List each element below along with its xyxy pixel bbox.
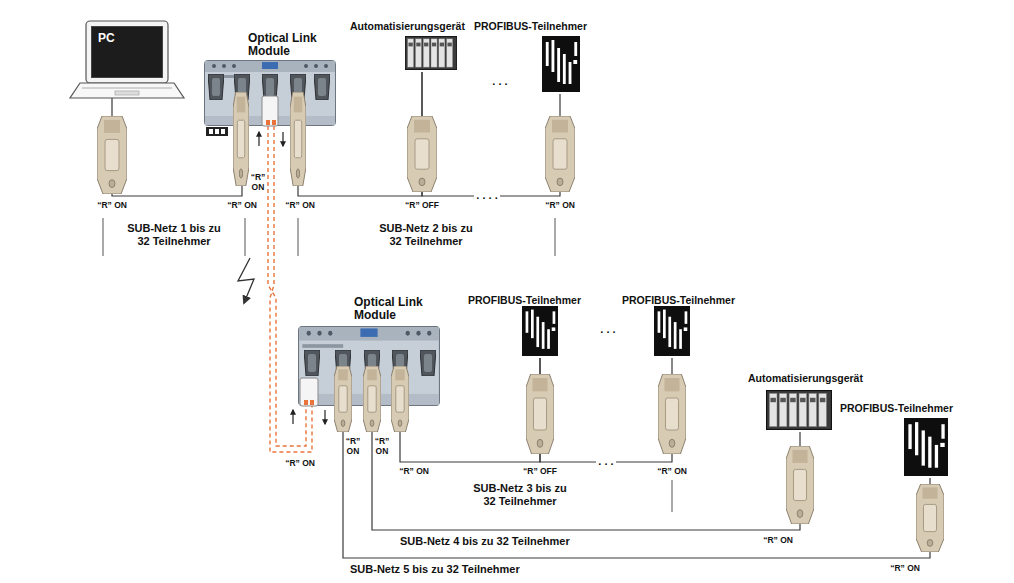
- terminator-setting: “R” ON: [399, 466, 429, 476]
- fiber-tip: [266, 120, 270, 125]
- fiber-connector: [262, 96, 278, 126]
- profibus-node: PROFIBUS-Teilnehmer: [468, 290, 592, 358]
- terminator-setting: “R” ON: [285, 458, 315, 468]
- segment-label: SUB-Netz 2 bis zu 32 Teilnehmer: [373, 222, 479, 248]
- segment-label: SUB-Netz 4 bis zu 32 Teilnehmer: [400, 535, 570, 548]
- terminator-setting: “R” ON: [285, 200, 315, 210]
- terminator-setting: “R” ON: [251, 172, 266, 192]
- terminator-setting: “R” ON: [346, 436, 361, 456]
- terminal-block: [206, 127, 228, 136]
- terminator-setting: “R” ON: [227, 200, 257, 210]
- terminal-screw: [209, 129, 213, 134]
- fiber-tip: [272, 120, 276, 125]
- screen-label: PC: [92, 27, 115, 45]
- automation-device: Automatisierungsgerät: [748, 368, 872, 432]
- field-device: [542, 36, 580, 92]
- profibus-node: PROFIBUS-Teilnehmer: [840, 398, 964, 478]
- node-heading: Optical Link Module: [248, 32, 332, 58]
- node-heading: Automatisierungsgerät: [350, 20, 465, 33]
- laptop-lid: [86, 21, 168, 83]
- connector-group: [112, 72, 930, 558]
- field-device: [522, 306, 558, 356]
- terminator-setting: “R” ON: [763, 535, 793, 545]
- node-heading: Automatisierungsgerät: [748, 372, 863, 385]
- sub-d-port: [314, 74, 330, 100]
- ellipsis: . . .: [596, 456, 615, 466]
- terminal-screw: [221, 129, 225, 134]
- optical-link-module: Optical Link Module: [298, 296, 444, 406]
- node-heading: PROFIBUS-Teilnehmer: [840, 402, 953, 415]
- direction-arrow: [282, 132, 283, 146]
- bus-cable: [372, 406, 800, 530]
- bus-plug: [407, 116, 437, 192]
- sub-d-port: [304, 350, 320, 376]
- terminator-setting: “R” OFF: [405, 200, 439, 210]
- bus-cable: [298, 72, 422, 196]
- node-heading: PROFIBUS-Teilnehmer: [468, 294, 581, 307]
- terminator-setting: “R” ON: [375, 436, 390, 456]
- optical-link-module: Optical Link Module: [204, 32, 338, 126]
- sub-d-port: [208, 74, 224, 100]
- pc-screen: PC: [91, 26, 163, 78]
- bus-plug: [526, 374, 554, 454]
- bus-plug: [391, 366, 409, 432]
- node-heading: PROFIBUS-Teilnehmer: [622, 294, 735, 307]
- ellipsis: . . .: [492, 76, 507, 86]
- bus-cable: [422, 72, 560, 196]
- terminal-screw: [215, 129, 219, 134]
- bus-plug: [97, 116, 127, 194]
- terminator-setting: “R” ON: [545, 200, 575, 210]
- ellipsis: . . . .: [474, 190, 499, 200]
- module-housing: [205, 61, 336, 126]
- bus-cable: [540, 358, 672, 462]
- node-heading: Optical Link Module: [354, 296, 438, 322]
- terminator-setting: “R” OFF: [523, 466, 557, 476]
- bus-plug: [545, 116, 575, 192]
- bus-plug: [363, 366, 381, 432]
- segment-bracket: [103, 218, 672, 512]
- lightning-symbol: [238, 258, 254, 303]
- plc-rack: [405, 36, 456, 69]
- plc-rack: [767, 391, 832, 430]
- bus-plug: [233, 92, 249, 186]
- keyboard-line: [82, 88, 172, 89]
- automation-device: Automatisierungsgerät: [350, 16, 472, 72]
- direction-arrow: [292, 410, 293, 424]
- trackpad: [115, 91, 139, 95]
- direction-arrow: [258, 132, 259, 146]
- node-heading: PROFIBUS-Teilnehmer: [474, 20, 587, 33]
- bus-plug: [290, 92, 306, 186]
- profibus-node: PROFIBUS-Teilnehmer: [622, 290, 746, 358]
- fiber-connector: [300, 378, 318, 406]
- segment-label: SUB-Netz 3 bis zu 32 Teilnehmer: [467, 482, 573, 508]
- laptop-base: [70, 83, 184, 98]
- bus-cable: [343, 406, 930, 558]
- direction-arrow: [324, 410, 325, 424]
- field-device: [904, 418, 948, 476]
- bus-plug: [916, 484, 944, 552]
- fiber-tip: [304, 400, 308, 405]
- terminator-setting: “R” ON: [657, 466, 687, 476]
- sub-d-port: [420, 350, 436, 376]
- terminator-setting: “R” ON: [890, 563, 920, 573]
- bus-plug: [658, 374, 686, 454]
- bus-plug: [334, 366, 352, 432]
- fiber-tip: [310, 400, 314, 405]
- ellipsis: . . .: [600, 324, 615, 334]
- bus-plug: [786, 446, 814, 524]
- field-device: [654, 306, 690, 356]
- segment-label: SUB-Netz 1 bis zu 32 Teilnehmer: [121, 222, 227, 248]
- segment-label: SUB-Netz 5 bis zu 32 Teilnehmer: [350, 563, 520, 576]
- terminator-setting: “R” ON: [97, 200, 127, 210]
